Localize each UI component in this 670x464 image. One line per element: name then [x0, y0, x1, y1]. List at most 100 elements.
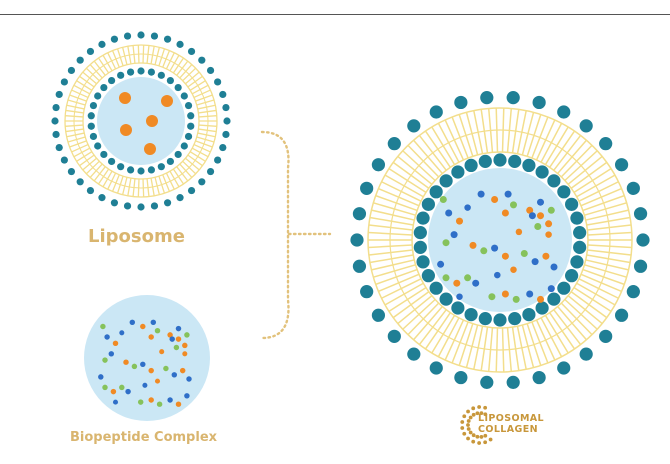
outer-head — [371, 308, 386, 322]
complex-core — [84, 295, 210, 421]
outer-head — [206, 167, 215, 176]
peptide-dot — [469, 241, 477, 249]
free-peptide-dot — [456, 293, 463, 300]
liposomal-collagen-graphic — [350, 91, 650, 389]
free-peptide-dot — [515, 228, 523, 236]
outer-head — [55, 143, 63, 152]
outer-head — [480, 91, 494, 105]
outer-head — [110, 35, 119, 43]
inner-head — [166, 157, 174, 166]
biopeptide-complex-label: Biopeptide Complex — [70, 430, 218, 445]
peptide-dot — [509, 201, 518, 209]
peptide-dot — [472, 279, 480, 287]
outer-head — [163, 35, 172, 43]
logo-dot — [471, 439, 476, 444]
inner-head — [451, 165, 465, 179]
outer-head — [360, 285, 374, 299]
peptide-dot — [437, 260, 445, 268]
outer-head — [198, 178, 206, 186]
outer-head — [352, 207, 367, 221]
bilayer-tails — [64, 44, 218, 198]
inner-head — [108, 157, 116, 166]
logo-dot — [468, 415, 473, 420]
peptide-dot — [104, 334, 110, 340]
free-peptide-dot — [494, 271, 501, 279]
inner-head — [557, 185, 571, 199]
logo-dot — [479, 411, 484, 415]
outer-head — [633, 259, 648, 273]
inner-head — [180, 142, 188, 150]
outer-head — [599, 137, 613, 151]
inner-head — [478, 154, 492, 168]
inner-head — [535, 301, 549, 315]
peptide-dot — [442, 239, 450, 247]
inner-head — [94, 92, 102, 100]
logo-dot — [466, 409, 470, 414]
inner-head — [570, 255, 584, 269]
outer-head — [76, 56, 84, 64]
inner-head — [522, 158, 536, 173]
outer-head — [636, 233, 650, 247]
outer-head — [67, 167, 76, 176]
outer-head — [454, 95, 468, 110]
logo-dot — [483, 405, 488, 410]
peptide-dot — [453, 279, 461, 287]
inner-head — [493, 153, 507, 167]
peptide-dot — [536, 295, 545, 303]
peptide-dot — [169, 336, 175, 342]
outer-head — [633, 207, 648, 221]
outer-head — [137, 203, 145, 211]
peptide-dot — [167, 332, 173, 338]
peptide-dot — [175, 401, 182, 407]
logo-dot — [471, 412, 476, 417]
inner-head — [117, 71, 125, 79]
outer-head — [557, 361, 571, 375]
peptide-dot — [98, 374, 104, 380]
outer-head — [55, 90, 63, 99]
peptide-dot — [129, 319, 136, 326]
inner-head — [508, 154, 522, 168]
peptide-dot — [175, 325, 182, 332]
peptide-dot — [179, 367, 186, 374]
cargo-particle — [146, 115, 158, 127]
logo-dot — [475, 434, 480, 439]
peptide-dot — [501, 290, 509, 298]
outer-head — [150, 202, 159, 210]
peptide-dot — [545, 220, 553, 228]
aqueous-core — [428, 168, 572, 312]
outer-head — [98, 194, 106, 202]
peptide-dot — [528, 212, 536, 220]
free-peptide-dot — [464, 204, 471, 211]
logo-dot — [477, 405, 482, 409]
peptide-dot — [110, 388, 117, 395]
outer-head — [614, 158, 629, 172]
logo-dot — [471, 433, 476, 438]
inner-head — [147, 68, 155, 76]
outer-head — [506, 91, 520, 105]
outer-head — [98, 40, 106, 48]
logo-dot — [483, 440, 488, 445]
peptide-dot — [536, 212, 545, 220]
outer-head — [187, 186, 196, 195]
inner-head — [493, 313, 507, 327]
peptide-dot — [477, 190, 485, 198]
inner-head — [522, 307, 536, 322]
logo-dot — [477, 441, 482, 445]
peptide-dot — [526, 206, 534, 214]
cargo-particle — [161, 95, 173, 107]
peptide-dot — [464, 274, 472, 282]
peptide-dot — [186, 376, 192, 382]
outer-head — [557, 105, 571, 119]
outer-head — [60, 78, 68, 86]
peptide-dot — [501, 209, 509, 217]
peptide-dot — [102, 384, 108, 391]
inner-head — [547, 292, 561, 306]
inner-head — [421, 269, 435, 283]
inner-head — [187, 122, 195, 130]
inner-head — [565, 197, 579, 211]
outer-head — [579, 119, 593, 133]
inner-head — [535, 165, 549, 179]
free-peptide-dot — [112, 399, 119, 405]
inner-head — [565, 269, 579, 283]
liposomal-collagen-logo-icon — [460, 405, 493, 445]
